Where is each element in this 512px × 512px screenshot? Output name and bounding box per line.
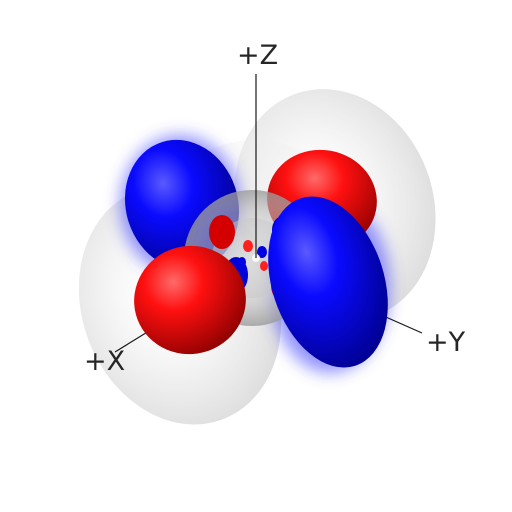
red-lobe-front-left	[134, 245, 246, 355]
blue-lobe-front-right	[268, 196, 388, 368]
y-axis-label: +Y	[426, 327, 466, 358]
x-axis-label: +X	[84, 346, 125, 377]
z-axis-label: +Z	[237, 40, 278, 71]
